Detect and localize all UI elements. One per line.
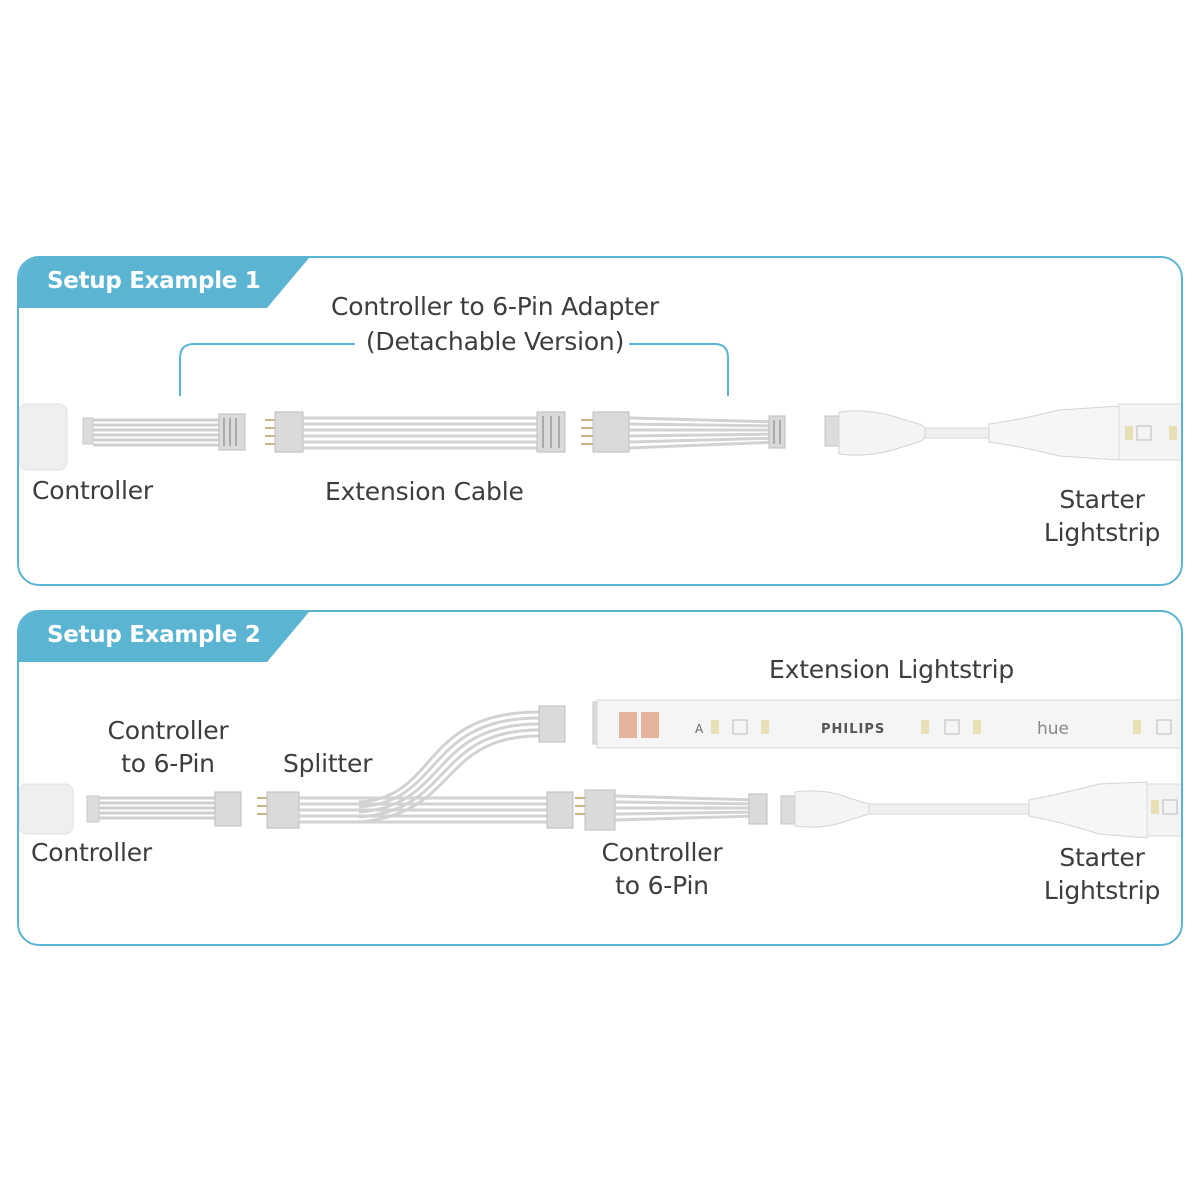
extension-lightstrip-label: Extension Lightstrip (769, 655, 1014, 684)
strip-brand-text: PHILIPS (821, 722, 885, 737)
adapter-label-line2: (Detachable Version) (365, 327, 625, 356)
adapter-cable-right (581, 411, 786, 453)
starter-label-line1: Starter (1059, 843, 1145, 872)
starter-label-line2: Lightstrip (1043, 876, 1161, 905)
controller-6pin-b-label-line2: to 6-Pin (615, 871, 709, 900)
adapter-bracket-right (629, 343, 729, 396)
starter-label-line2: Lightstrip (1043, 518, 1161, 547)
setup-example-1-title: Setup Example 1 (47, 268, 261, 294)
controller-6pin-b-label-line1: Controller (601, 838, 723, 867)
tab-background (19, 612, 309, 662)
controller-label: Controller (32, 476, 153, 505)
adapter-cable-left (82, 413, 246, 451)
setup-example-2-panel: Setup Example 2 A PHILIPS hue (17, 610, 1183, 946)
extension-cable-label: Extension Cable (325, 477, 524, 506)
setup-example-1-tab: Setup Example 1 (19, 258, 319, 308)
tab-background (19, 258, 309, 308)
starter-label-line1: Starter (1059, 485, 1145, 514)
strip-logo-text: hue (1037, 719, 1069, 739)
setup-example-1-panel: Setup Example 1 (17, 256, 1183, 586)
controller-6pin-label-line2: to 6-Pin (121, 749, 215, 778)
setup-example-2-tab: Setup Example 2 (19, 612, 319, 662)
starter-lightstrip (780, 781, 1181, 839)
extension-lightstrip: A PHILIPS hue (592, 699, 1181, 749)
controller-to-6pin-cable-right (575, 789, 768, 831)
controller-to-6pin-cable-left (86, 791, 242, 827)
strip-marker-text: A (695, 722, 704, 736)
setup-example-2-title: Setup Example 2 (47, 622, 261, 648)
adapter-label-line1: Controller to 6-Pin Adapter (331, 292, 659, 321)
splitter-cable (257, 705, 574, 829)
starter-lightstrip (824, 403, 1181, 461)
adapter-bracket (179, 343, 355, 396)
setup-example-1-diagram (19, 343, 1181, 471)
splitter-label: Splitter (283, 749, 373, 778)
controller-device (19, 783, 74, 835)
extension-cable (265, 411, 566, 453)
controller-device (19, 403, 68, 471)
setup-example-2-diagram: A PHILIPS hue (19, 699, 1181, 839)
controller-6pin-label-line1: Controller (107, 716, 229, 745)
controller-label: Controller (31, 838, 152, 867)
